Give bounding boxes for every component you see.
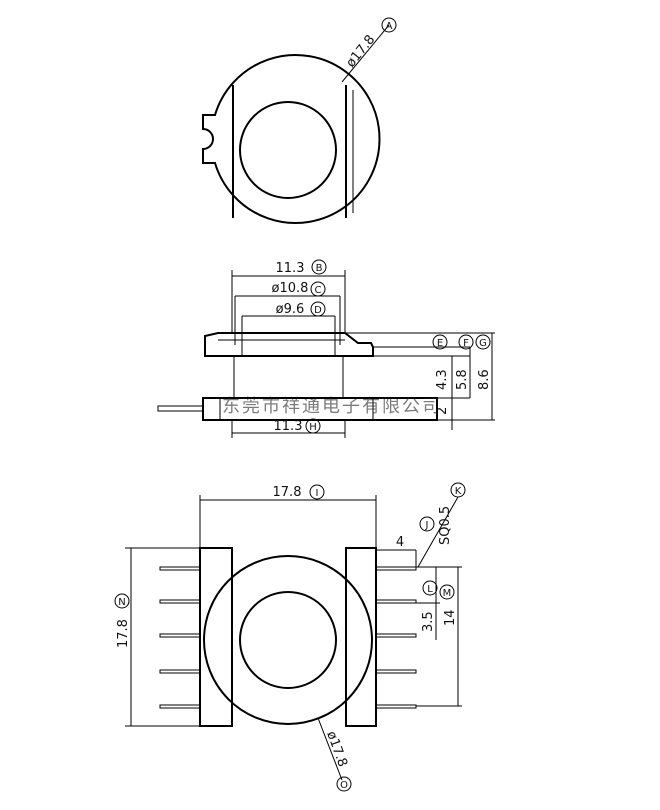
- leader-line-k: [417, 496, 459, 568]
- bubble-j-label: J: [425, 520, 429, 531]
- bubble-f: [458, 334, 474, 350]
- bubble-c: [310, 281, 326, 297]
- bubble-n-label: N: [118, 597, 125, 608]
- bubble-e-label: E: [437, 338, 443, 349]
- leader-line-o: [317, 717, 343, 781]
- bubble-j: [419, 516, 435, 532]
- bubble-d-label: D: [314, 305, 322, 316]
- leader-line-a: [341, 24, 390, 83]
- dim-14-value: 14: [443, 609, 458, 626]
- pin-right-5: [375, 704, 417, 709]
- bubble-k-label: K: [455, 486, 462, 497]
- bottom-body-circle: [203, 555, 373, 725]
- bubble-g: [475, 334, 491, 350]
- dim-4-value: 4: [396, 535, 404, 550]
- bubble-h-label: H: [309, 422, 317, 433]
- bubble-o: [336, 776, 352, 792]
- dim-5-8-value: 5.8: [455, 369, 470, 390]
- pin-left-1: [159, 566, 201, 571]
- dim-i-value: 17.8: [273, 485, 302, 500]
- dim-d-value: ø9.6: [276, 302, 305, 317]
- dim-j-value: SQ0.5: [438, 506, 453, 545]
- pin-right-4: [375, 669, 417, 674]
- bubble-m-label: M: [443, 588, 452, 599]
- bubble-h: [305, 418, 321, 434]
- dim-n-value: 17.8: [116, 619, 131, 648]
- watermark: 东莞市祥通电子有限公司: [222, 396, 442, 417]
- bubble-m: [439, 584, 455, 600]
- bubble-b: [311, 259, 327, 275]
- bottom-view: 17.8 I 4 SQ0.5 J K 3.5 14 L M 17.8 N ø: [114, 482, 466, 792]
- dim-8-6-value: 8.6: [477, 369, 492, 390]
- dim-h-value: 11.3: [274, 419, 303, 434]
- pin-right-2: [375, 599, 417, 604]
- dim-2-value: 2: [435, 407, 450, 415]
- pin-left-5: [159, 704, 201, 709]
- bubble-a: [381, 17, 397, 33]
- side-view: 11.3 B ø10.8 C ø9.6 D 4.3 5.8 8.6 2 E: [157, 259, 495, 438]
- bubble-n: [114, 593, 130, 609]
- pin-left-3: [159, 633, 201, 638]
- bubble-i: [309, 484, 325, 500]
- top-flange: [204, 332, 374, 357]
- bubble-o-label: O: [340, 780, 348, 791]
- dim-b-value: 11.3: [276, 261, 305, 276]
- dim-3-5-value: 3.5: [421, 611, 436, 632]
- dim-o-value: ø17.8: [323, 729, 350, 769]
- pin-right-3: [375, 633, 417, 638]
- dim-4-3-value: 4.3: [435, 369, 450, 390]
- bubble-g-label: G: [479, 338, 487, 349]
- pin-left-2: [159, 599, 201, 604]
- bubble-k: [450, 482, 466, 498]
- bubble-l: [422, 580, 438, 596]
- bubble-a-label: A: [386, 21, 393, 32]
- bubble-b-label: B: [316, 263, 323, 274]
- bubble-f-label: F: [463, 338, 469, 349]
- top-view: ø17.8 A: [202, 17, 397, 224]
- dim-a-value: ø17.8: [343, 32, 378, 70]
- bottom-center-hole: [239, 591, 337, 689]
- bubble-d: [310, 301, 326, 317]
- pin-right-1: [375, 566, 417, 571]
- center-hole: [239, 101, 337, 199]
- dim-c-value: ø10.8: [272, 281, 309, 296]
- side-pin: [157, 405, 204, 412]
- bubble-c-label: C: [315, 285, 322, 296]
- bubble-e: [432, 334, 448, 350]
- bubble-l-label: L: [427, 584, 433, 595]
- bubble-i-label: I: [316, 488, 319, 499]
- pin-left-4: [159, 669, 201, 674]
